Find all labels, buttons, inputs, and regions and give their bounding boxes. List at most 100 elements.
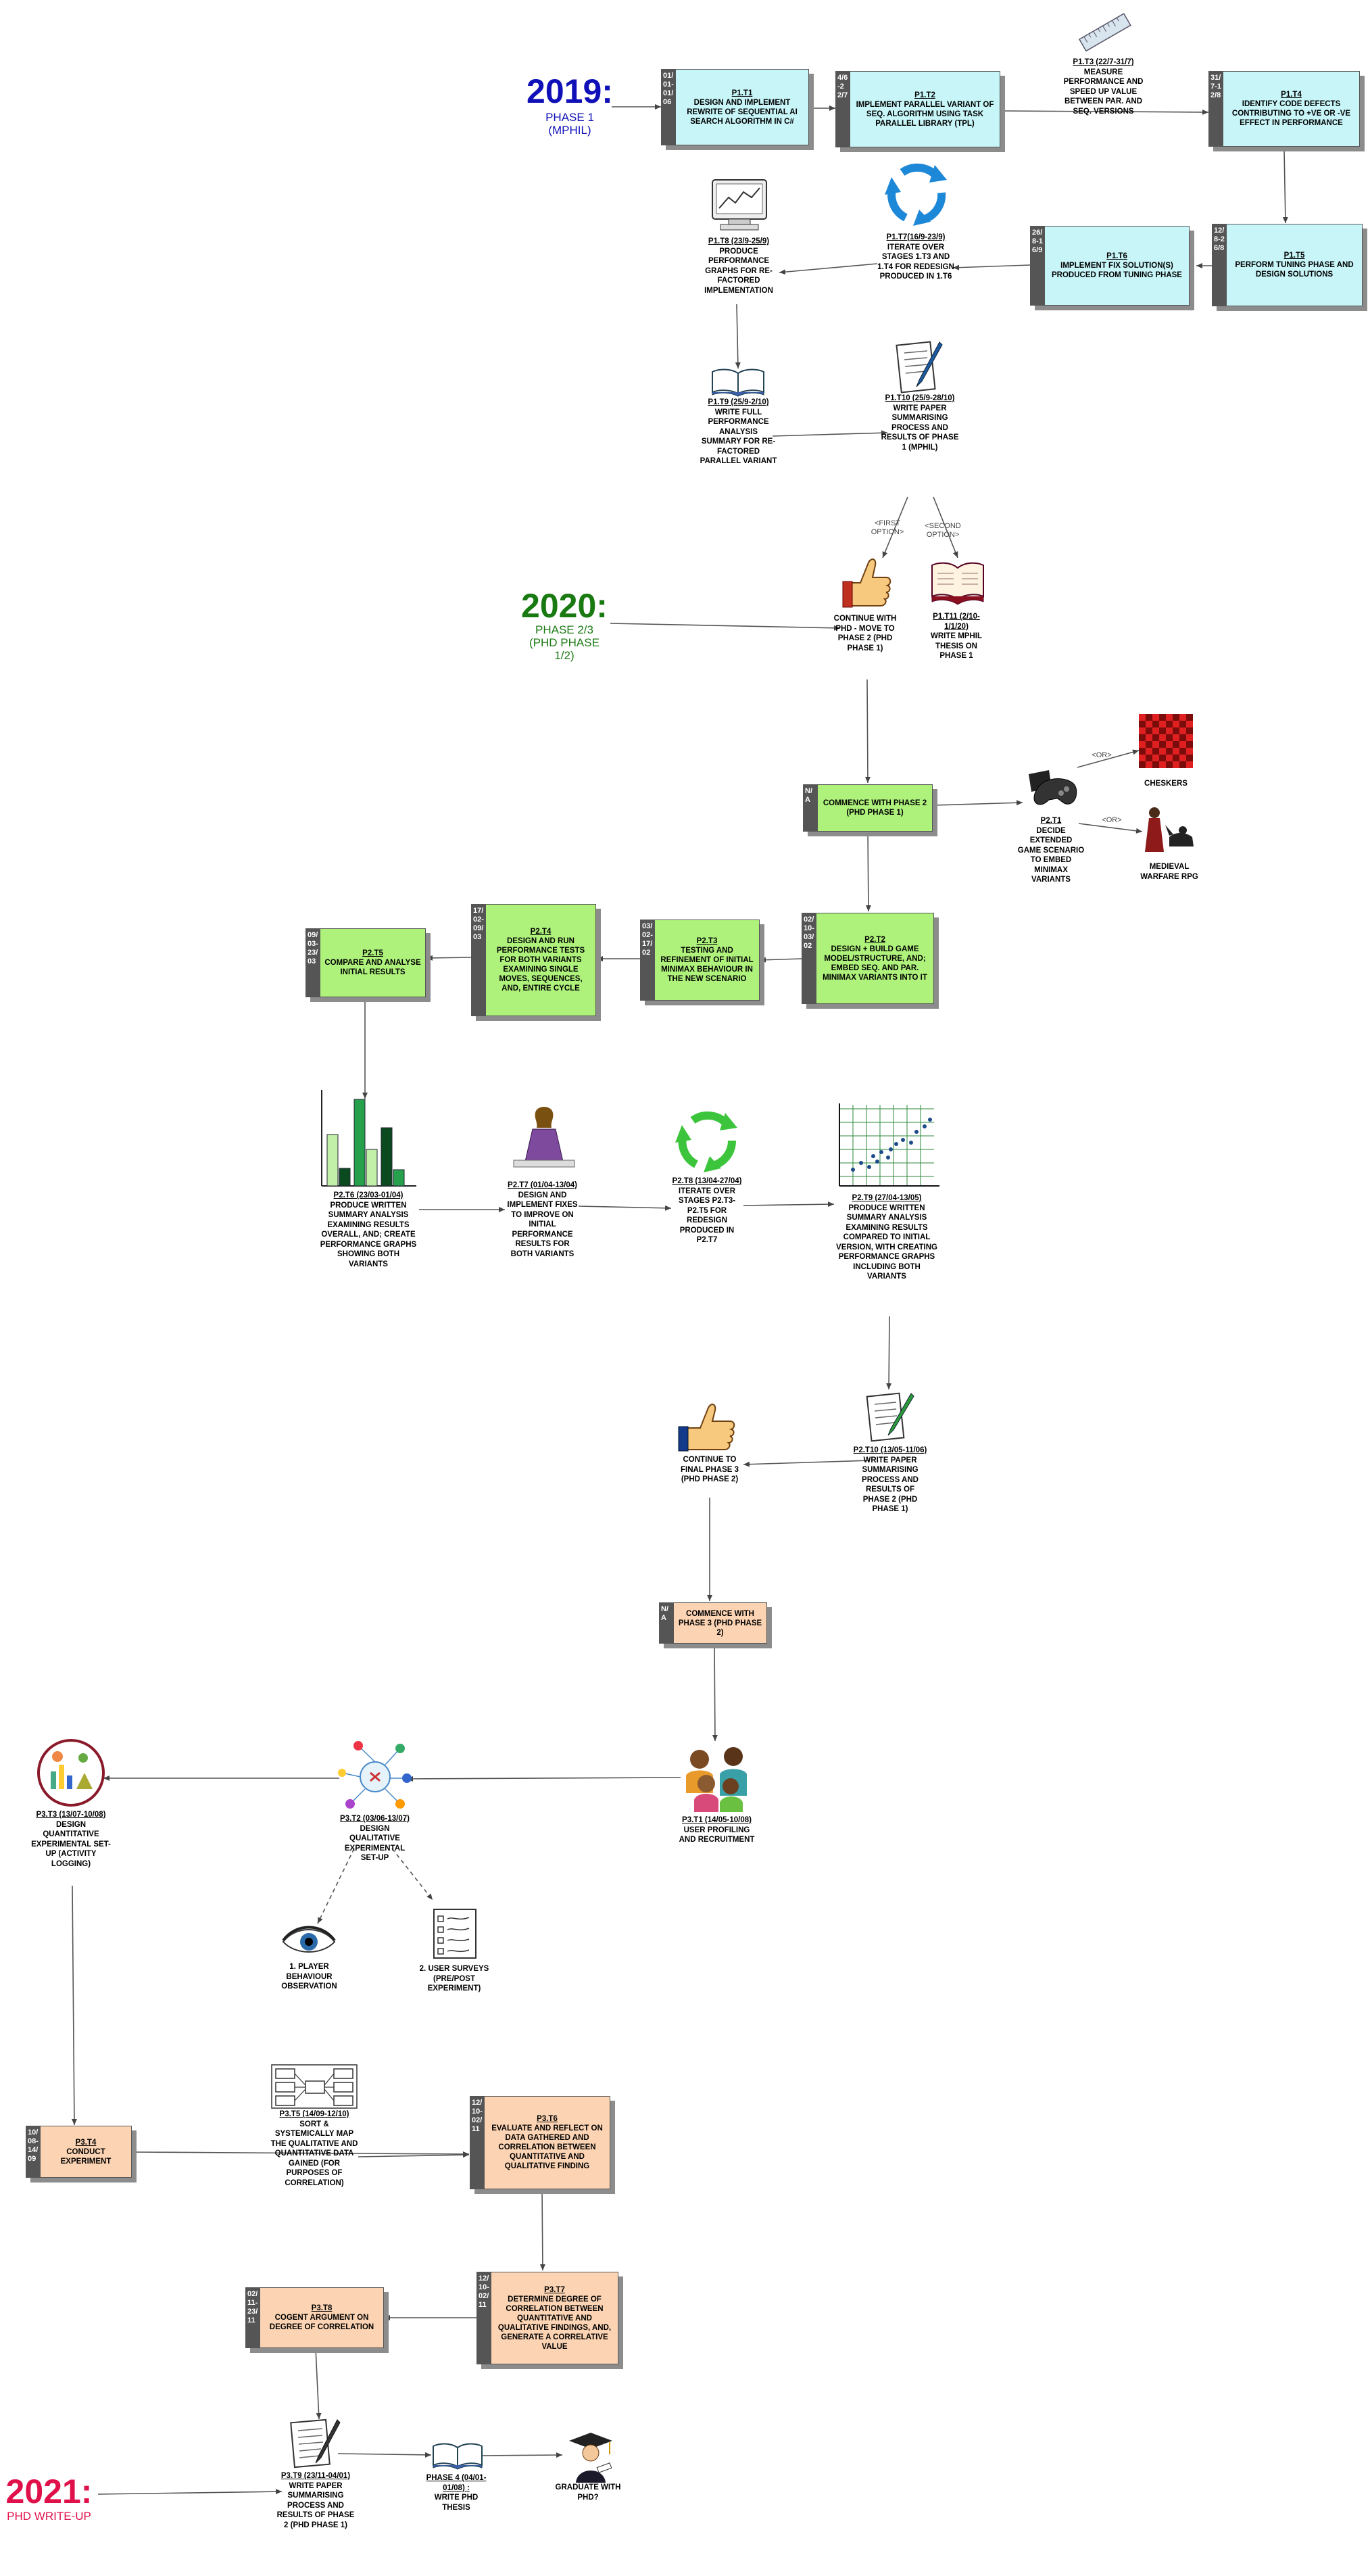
- edge-continue-p2start: [864, 679, 871, 784]
- edge-p1t9-p1t10: [772, 430, 888, 437]
- edge-p3t8-p3t9: [315, 2347, 322, 2420]
- task-id: P1.T6: [1106, 252, 1127, 260]
- task-dates: 12/10-02/11: [477, 2272, 491, 2364]
- task-text: TESTING AND REFINEMENT OF INITIAL MINIMA…: [660, 947, 754, 983]
- caption-text: PRODUCE WRITTEN SUMMARY ANALYSIS EXAMINI…: [320, 1201, 417, 1268]
- task-dates: 02/11-23/11: [246, 2288, 260, 2347]
- edge-p3t5-p3t6: [358, 2152, 470, 2158]
- monitor-graph-icon: [712, 179, 767, 231]
- caption-text: DESIGN QUANTITATIVE EXPERIMENTAL SET-UP …: [31, 1820, 111, 1868]
- task-text: DESIGN + BUILD GAME MODEL/STRUCTURE, AND…: [823, 945, 927, 982]
- task-text: COMMENCE WITH PHASE 3 (PHD PHASE 2): [678, 1609, 762, 1637]
- edge-p3t4-p3t6: [131, 2151, 470, 2157]
- caption-p2t8: P2.T8 (13/04-27/04) ITERATE OVER STAGES …: [669, 1176, 745, 1245]
- edge-p2start-p2t2: [865, 831, 871, 912]
- task-dates: 12/8-26/8: [1213, 224, 1227, 306]
- caption-p1t9: P1.T9 (25/9-2/10) WRITE FULL PERFORMANCE…: [700, 398, 777, 467]
- caption-p2t1: P2.T1 DECIDE EXTENDED GAME SCENARIO TO E…: [1017, 816, 1085, 885]
- edge-p3t2-observe: [317, 1848, 355, 1924]
- edge-2021-p3t9: [97, 2489, 283, 2495]
- edge-phase4-graduate: [479, 2452, 563, 2458]
- caption-text: PRODUCE PERFORMANCE GRAPHS FOR RE-FACTOR…: [704, 247, 773, 295]
- caption-p1t11: P1.T11 (2/10-1/1/20) WRITE MPHIL THESIS …: [923, 612, 990, 661]
- edge-second-option: [933, 496, 958, 558]
- caption-p1t10: P1.T10 (25/9-28/10) WRITE PAPER SUMMARIS…: [879, 393, 961, 452]
- edge-or-checkers: [1077, 749, 1140, 768]
- caption-id: P3.T2 (03/06-13/07): [340, 1815, 410, 1823]
- or-label-medieval: <OR>: [1102, 816, 1122, 824]
- task-text: DESIGN AND IMPLEMENT REWRITE OF SEQUENTI…: [687, 98, 798, 126]
- edge-p3t1-p3t2: [406, 1775, 681, 1782]
- task-text: COMMENCE WITH PHASE 2 (PHD PHASE 1): [823, 799, 927, 817]
- caption-p1t3: P1.T3 (22/7-31/7) MEASURE PERFORMANCE AN…: [1061, 57, 1146, 116]
- caption-id: P1.T9 (25/9-2/10): [708, 398, 769, 406]
- task-id: P3.T4: [75, 2138, 97, 2147]
- caption-text: 2. USER SURVEYS (PRE/POST EXPERIMENT): [419, 1965, 489, 1993]
- year-2020-subtitle: PHASE 2/3 (PHD PHASE 1/2): [529, 623, 600, 662]
- year-2021-subtitle: PHD WRITE-UP: [7, 2510, 91, 2523]
- activity-logging-icon: [37, 1739, 105, 1807]
- edge-p1t8-p1t9: [735, 304, 741, 369]
- caption-continue-phase3: CONTINUE TO FINAL PHASE 3 (PHD PHASE 2): [672, 1455, 747, 1485]
- task-box-p2-commence: N/A COMMENCE WITH PHASE 2 (PHD PHASE 1): [803, 784, 933, 832]
- caption-observation: 1. PLAYER BEHAVIOUR OBSERVATION: [274, 1962, 345, 1992]
- task-text: EVALUATE AND REFLECT ON DATA GATHERED AN…: [491, 2124, 603, 2170]
- bar-chart-icon: [321, 1090, 416, 1187]
- caption-text: ITERATE OVER STAGES 1.T3 AND 1.T4 FOR RE…: [877, 243, 954, 281]
- task-dates: 17/02-09/03: [472, 905, 486, 1016]
- task-id: P1.T4: [1281, 91, 1302, 99]
- caption-text: GRADUATE WITH PHD?: [555, 2483, 621, 2502]
- thumbs-up-icon: [842, 558, 891, 608]
- year-2021-label: 2021:: [5, 2473, 93, 2510]
- eye-icon: [282, 1926, 336, 1953]
- edge-p1t6-p1t7: [952, 264, 1031, 270]
- edge-p2start-p2t1: [933, 800, 1023, 806]
- user-group-icon: [686, 1747, 747, 1812]
- graduate-icon: [569, 2433, 612, 2483]
- task-id: P3.T8: [311, 2304, 333, 2312]
- knight-figure-icon: [1145, 807, 1194, 852]
- caption-id: P2.T10 (13/05-11/06): [853, 1446, 927, 1454]
- task-id: P1.T2: [914, 91, 935, 99]
- task-text: DETERMINE DEGREE OF CORRELATION BETWEEN …: [497, 2295, 612, 2351]
- thumbs-up-icon: [678, 1404, 735, 1452]
- caption-p3t2: P3.T2 (03/06-13/07) DESIGN QUALITATIVE E…: [336, 1814, 414, 1863]
- edge-or-medieval: [1078, 823, 1143, 834]
- year-2020-label: 2020:: [521, 587, 608, 625]
- edge-p1t7-p1t8: [779, 263, 878, 275]
- task-dates: 12/10-02/11: [470, 2097, 485, 2189]
- task-dates: 02/10-03/02: [802, 913, 816, 1003]
- edge-p3t3-p3t4: [71, 1885, 77, 2126]
- thesis-book-icon: [931, 562, 984, 605]
- task-dates: N/A: [804, 785, 818, 831]
- caption-id: P3.T3 (13/07-10/08): [36, 1811, 106, 1819]
- caption-id: P2.T6 (23/03-01/04): [333, 1191, 403, 1199]
- edge-p3t6-p3t7: [539, 2189, 545, 2271]
- caption-text: DESIGN QUALITATIVE EXPERIMENTAL SET-UP: [344, 1824, 406, 1863]
- task-id: P2.T2: [864, 935, 885, 944]
- task-id: P2.T5: [362, 949, 383, 957]
- ruler-icon: [1078, 13, 1131, 52]
- caption-text: WRITE MPHIL THESIS ON PHASE 1: [930, 632, 983, 660]
- caption-id: P1.T3 (22/7-31/7): [1073, 58, 1134, 66]
- caption-p3t9: P3.T9 (23/11-04/01) WRITE PAPER SUMMARIS…: [276, 2471, 356, 2530]
- edge-p3t9-phase4: [337, 2452, 432, 2458]
- caption-text: WRITE PAPER SUMMARISING PROCESS AND RESU…: [276, 2481, 355, 2529]
- task-dates: 09/03-23/03: [306, 929, 320, 997]
- flowchart-icon: [271, 2064, 358, 2109]
- edge-p2t7-p2t8: [578, 1205, 672, 1211]
- caption-id: P1.T8 (23/9-25/9): [708, 237, 770, 245]
- caption-graduate: GRADUATE WITH PHD?: [554, 2483, 622, 2502]
- task-dates: 01/01-01/06: [662, 70, 676, 145]
- edge-p1t4-p1t5: [1282, 149, 1288, 224]
- task-id: P1.T1: [731, 89, 753, 97]
- caption-text: DESIGN AND IMPLEMENT FIXES TO IMPROVE ON…: [507, 1191, 578, 1258]
- task-id: P1.T5: [1283, 252, 1305, 260]
- checklist-icon: [433, 1909, 476, 1959]
- caption-id: P3.T9 (23/11-04/01): [280, 2472, 351, 2480]
- task-text: CONDUCT EXPERIMENT: [60, 2147, 112, 2166]
